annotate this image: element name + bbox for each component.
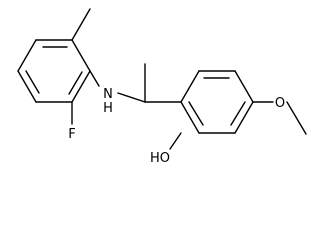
bond (17, 39, 37, 72)
methoxy-phenol-ring (180, 70, 254, 134)
amine-methine-bond (117, 92, 146, 103)
double-bond (188, 101, 204, 126)
bond (17, 70, 37, 103)
bond (71, 70, 91, 103)
methoxy-methyl-bond (286, 101, 307, 135)
double-bond (25, 70, 40, 94)
methyl-bond (71, 8, 91, 41)
bond (180, 101, 200, 134)
hydroxyl-bond (169, 132, 182, 150)
bond (180, 70, 200, 103)
bond (234, 101, 254, 134)
double-bond (230, 101, 246, 126)
bond (234, 70, 254, 103)
bond (71, 39, 91, 72)
amine-label: N (103, 87, 113, 102)
ether-oxygen-label: O (275, 96, 285, 111)
fluorine-label: F (68, 127, 75, 142)
fluoro-methyl-phenyl-ring (17, 39, 91, 103)
aryl-amine-bond (89, 70, 100, 87)
amine-hydrogen-label: H (103, 101, 113, 116)
hydroxyl-label: HO (150, 151, 170, 166)
double-bond (68, 71, 83, 95)
chemical-structure: F N H HO O (17, 8, 307, 166)
